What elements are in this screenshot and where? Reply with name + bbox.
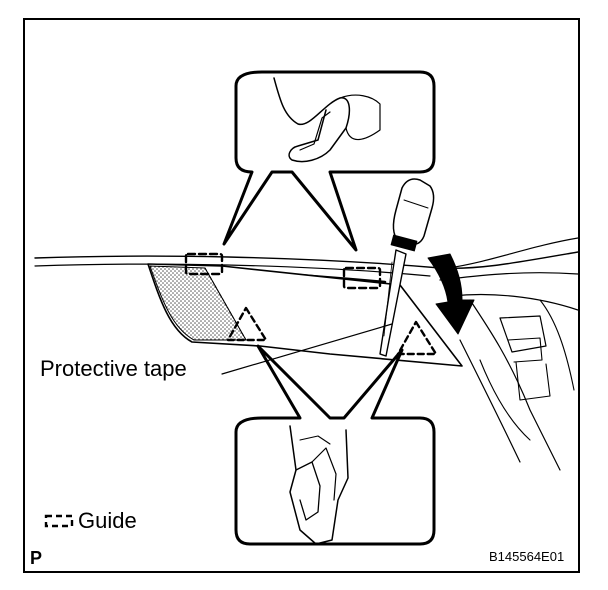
tape-leader-line: [221, 323, 393, 375]
corner-letter: P: [30, 548, 43, 568]
protective-tape-label: Protective tape: [40, 356, 187, 381]
legend: Guide: [44, 508, 137, 534]
clip-detail-sketch: [289, 425, 349, 545]
screwdriver-shaft: [379, 249, 407, 357]
roof-edge-line-2: [34, 263, 431, 277]
detail-callout-bottom: [234, 344, 436, 546]
screwdriver-handle: [392, 178, 435, 246]
dashed-rectangle-guide-icon: [44, 514, 74, 528]
protective-tape-area: [149, 265, 247, 341]
pillar-outline: [447, 237, 578, 269]
detail-callout-top: [222, 70, 436, 252]
roof-edge-line: [34, 251, 578, 269]
guide-clip-left: [184, 252, 224, 276]
clip-triangle-right: [396, 320, 438, 356]
guide-clip-right: [342, 266, 382, 290]
legend-guide-text: Guide: [78, 508, 137, 533]
clip-triangle-left: [226, 306, 268, 342]
direction-arrow: [427, 253, 475, 335]
guide-detail-sketch: [273, 77, 351, 163]
figure-id: B145564E01: [489, 549, 565, 564]
